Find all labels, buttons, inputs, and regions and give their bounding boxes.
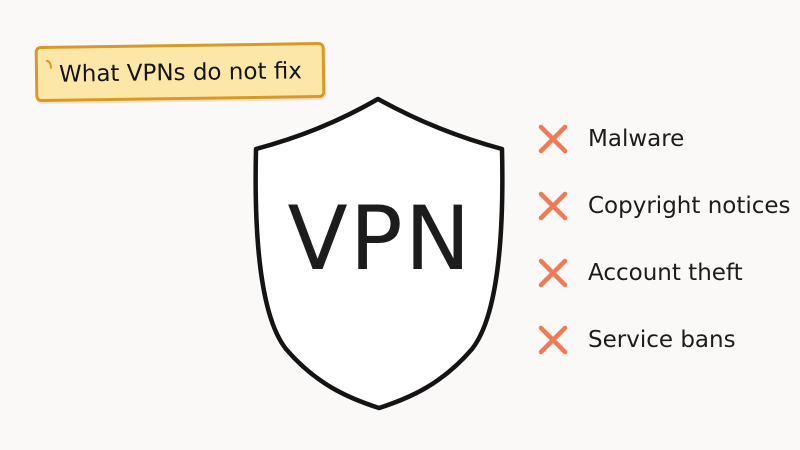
- page-title: What VPNs do not fix: [58, 58, 303, 88]
- x-icon: [538, 124, 568, 154]
- list-item-service-bans: Service bans: [536, 319, 786, 363]
- vpn-shield: VPN: [248, 94, 512, 414]
- x-icon: [538, 191, 568, 221]
- list-item-malware: Malware: [536, 118, 786, 162]
- list-item-account-theft: Account theft: [536, 252, 786, 296]
- list-item-copyright-notices: Copyright notices: [536, 185, 791, 229]
- list-item-label: Copyright notices: [588, 193, 791, 219]
- list-item-label: Malware: [588, 126, 685, 152]
- x-icon: [538, 258, 568, 288]
- shield-icon: [253, 96, 505, 411]
- title-tag: What VPNs do not fix: [34, 41, 326, 103]
- list-item-label: Service bans: [588, 327, 736, 353]
- list-item-label: Account theft: [588, 260, 743, 286]
- tag-tick-icon: [45, 59, 52, 69]
- shield-label: VPN: [287, 187, 473, 290]
- x-icon: [538, 325, 568, 355]
